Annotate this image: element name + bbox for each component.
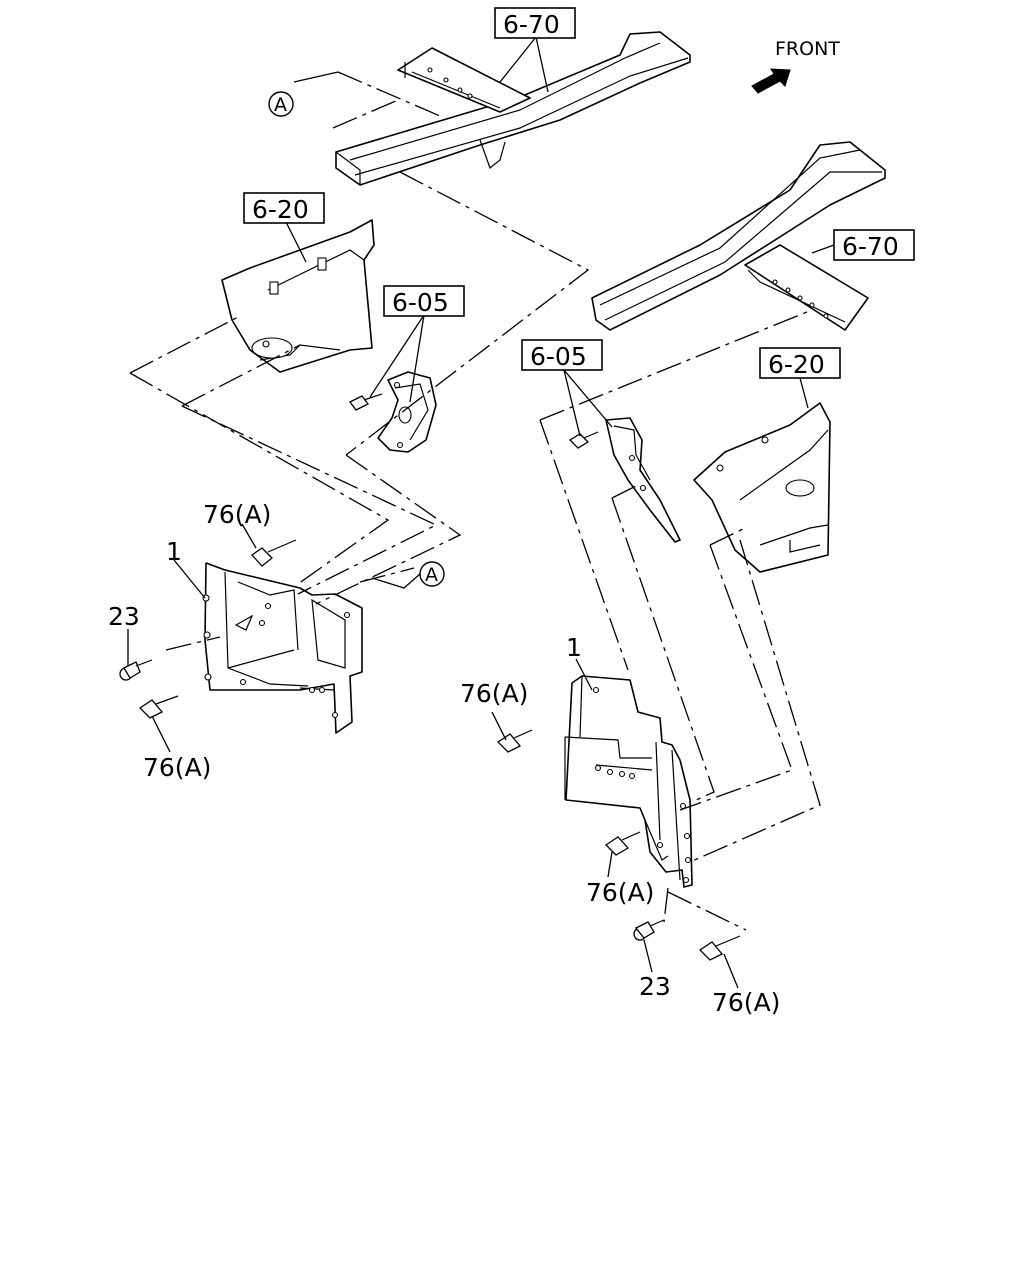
bracket-right-bolt-icon [568,431,599,449]
left-bolt-76-bottom-icon [138,695,179,719]
right-bolt-23-label: 23 [639,972,671,1001]
front-indicator: FRONT [751,38,840,94]
panel-upper-left [221,219,375,373]
left-bolt-23-icon [119,659,153,681]
ref-label-frame-top: 6-70 [494,7,576,39]
ref-label-bracket-left: 6-05 [383,285,465,317]
ref-label-upper-right-panel-text: 6-20 [768,350,825,379]
right-bolt-76-left-label: 76(A) [460,679,528,708]
bracket-left-bolt-icon [349,393,383,411]
ref-label-upper-left-panel-text: 6-20 [252,195,309,224]
right-bolt-76-mid-icon [604,831,641,856]
panel-upper-right [693,402,831,573]
left-bolt-76-top-icon [251,539,297,567]
right-part-1-label: 1 [566,633,582,662]
left-bolt-76-top-label: 76(A) [203,500,271,529]
frame-rail-top [335,31,691,186]
circle-marker-a-top: A [268,91,294,117]
ref-label-bracket-left-text: 6-05 [392,288,449,317]
ref-label-bracket-right-text: 6-05 [530,342,587,371]
circle-marker-a-mid-text: A [425,564,438,586]
right-bolt-76-bottom-label: 76(A) [712,988,780,1017]
circle-marker-a-mid: A [419,561,445,587]
bracket-left [349,371,437,453]
ref-label-frame-right: 6-70 [833,229,915,261]
ref-label-frame-top-text: 6-70 [503,10,560,39]
bracket-right [568,417,681,543]
ref-label-frame-right-text: 6-70 [842,232,899,261]
ref-label-upper-right-panel: 6-20 [759,347,841,379]
right-bolt-23-icon [633,919,665,941]
left-bolt-76-bottom-label: 76(A) [143,753,211,782]
right-bolt-76-mid-label: 76(A) [586,878,654,907]
front-label: FRONT [775,38,840,60]
left-bolt-23-label: 23 [108,602,140,631]
right-bolt-76-left-icon [496,729,533,753]
bracket-assembly-left [202,562,363,734]
alignment-lines [129,71,821,931]
right-bolt-76-bottom-icon [698,935,741,961]
frame-rail-right [591,141,886,331]
front-arrow-icon [751,68,791,94]
ref-label-upper-left-panel: 6-20 [243,192,325,224]
bracket-assembly-right [564,675,693,888]
leader-lines [127,36,835,989]
ref-label-bracket-right: 6-05 [521,339,603,371]
left-part-1-label: 1 [166,537,182,566]
circle-marker-a-top-text: A [274,94,287,116]
